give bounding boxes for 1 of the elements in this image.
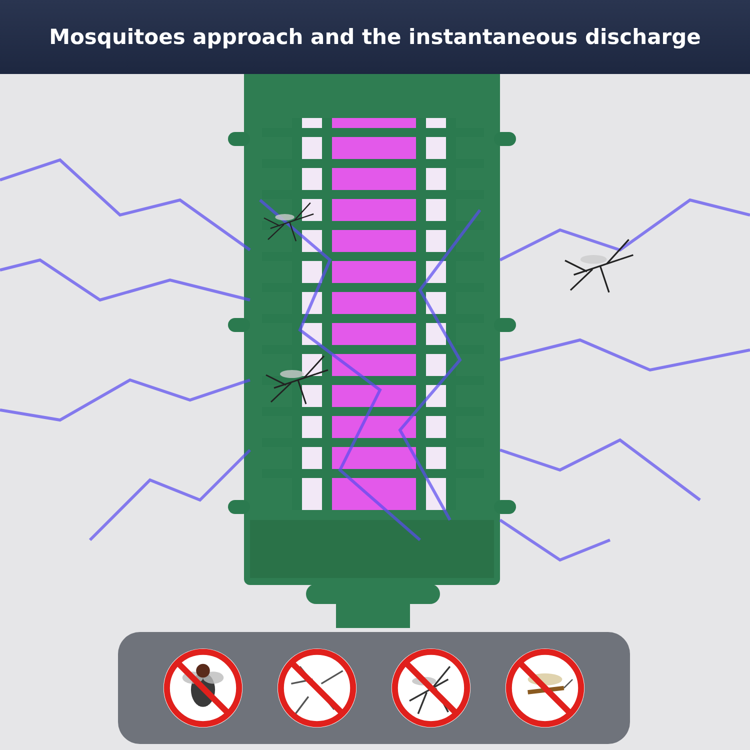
title: Mosquitoes approach and the instantaneous discharge: [49, 25, 701, 49]
